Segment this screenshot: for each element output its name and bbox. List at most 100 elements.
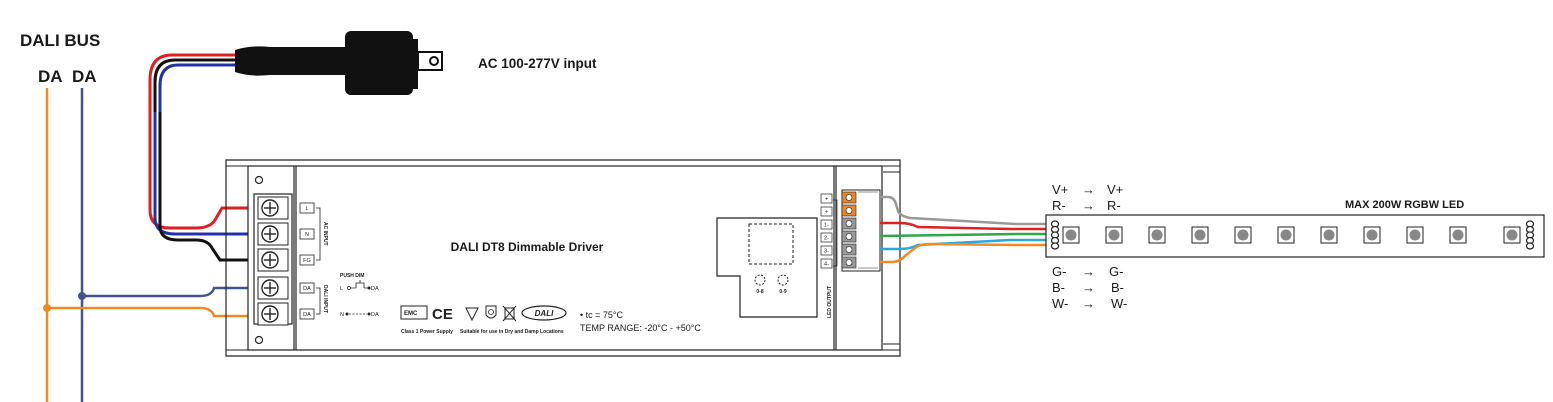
pin-legend-bottom: G- → G- B- → B- W- → W- (1052, 264, 1127, 311)
screw-da1 (257, 276, 289, 300)
plug-body (345, 31, 413, 95)
class2-shield-icon (485, 305, 497, 319)
wire-vplus-grey (880, 195, 1046, 226)
led-chip (1320, 226, 1338, 244)
dali-bus-title: DALI BUS (20, 31, 100, 50)
temp-range-text: TEMP RANGE: -20°C - +50°C (580, 323, 701, 333)
ac-cable-blue (158, 63, 348, 112)
rotary-switch-a-icon (754, 274, 766, 286)
push-dim-n: N (340, 312, 344, 318)
push-dim-da: DA (371, 286, 379, 292)
dali-feed-orange-wire (47, 306, 248, 318)
address-switch-panel: 0-8 0-9 (716, 217, 818, 318)
ac-input-side-label: AC INPUT (322, 222, 328, 246)
dali-da-left-label: DA (38, 67, 63, 86)
switch-a-label: 0-8 (756, 289, 763, 295)
dali-junction-blue (78, 292, 86, 300)
pin-top-1-arrow: → (1082, 198, 1095, 213)
out-label-plus2: + (825, 210, 828, 216)
led-strip-label: MAX 200W RGBW LED (1345, 199, 1464, 211)
ac-input-label: AC 100-277V input (478, 56, 597, 71)
pin-top-0-to: V+ (1107, 182, 1123, 197)
input-terminal-block (253, 193, 293, 326)
pin-top-0-arrow: → (1082, 182, 1095, 197)
ac-cable-red (148, 53, 348, 112)
led-chip (1234, 226, 1252, 244)
led-chip (1363, 226, 1381, 244)
led-chip (1406, 226, 1424, 244)
pin-bottom-1-to: B- (1111, 280, 1124, 295)
input-terminal-labels: L N FG DA DA AC INPUT DALI INPUT (299, 202, 328, 320)
pin-bottom-0-arrow: → (1082, 264, 1095, 279)
cert-caption-class1: Class 1 Power Supply (401, 329, 453, 335)
ground-wire (158, 112, 248, 262)
dali-junction-orange (43, 304, 51, 312)
screw-fg (257, 248, 289, 272)
pin-bottom-1-from: B- (1052, 280, 1065, 295)
f-mark-icon (465, 307, 479, 322)
led-chip (1148, 226, 1166, 244)
certification-marks: EMC CE DALI Class 1 Power Supply Suitabl… (400, 305, 567, 335)
terminal-label-n: N (305, 232, 309, 238)
wire-g-green (879, 232, 1046, 238)
rotary-switch-b-icon (777, 274, 789, 286)
out-label-plus1: + (825, 197, 828, 203)
pin-bottom-0-from: G- (1052, 264, 1066, 279)
push-dim-label: PUSH DIM (340, 273, 364, 279)
ce-mark-icon: CE (432, 306, 453, 323)
pin-bottom-1-arrow: → (1082, 280, 1095, 295)
dali-logo-icon: DALI (521, 305, 567, 321)
led-strip (1045, 214, 1545, 258)
ac-cable-black (153, 58, 348, 112)
led-chip (1105, 226, 1123, 244)
cert-caption-damp: Suitable for use in Dry and Damp Locatio… (460, 329, 564, 335)
screw-n (257, 222, 289, 246)
neutral-wire (153, 112, 248, 236)
ac-plug (148, 31, 443, 112)
dali-feed-blue-wire (82, 286, 248, 298)
push-dim-l: L (340, 286, 343, 292)
out-label-4: 4- (824, 262, 829, 268)
terminal-label-l: L (305, 206, 308, 212)
pin-legend-top: V+ → V+ R- → R- (1052, 182, 1123, 213)
strip-solder-pads (1050, 220, 1535, 250)
wire-w-orange (880, 242, 1046, 264)
push-dim-da2: DA (371, 312, 379, 318)
led-chip (1062, 226, 1080, 244)
pin-top-1-to: R- (1107, 198, 1121, 213)
led-chip (1503, 226, 1521, 244)
output-wires (879, 195, 1046, 264)
wire-r-red (880, 221, 1046, 231)
svg-text:DALI: DALI (535, 309, 554, 318)
pin-bottom-2-to: W- (1111, 296, 1127, 311)
led-chips (1062, 226, 1521, 244)
dali-input-side-label: DALI INPUT (322, 285, 328, 313)
weee-bin-icon (502, 305, 517, 322)
pin-bottom-2-arrow: → (1082, 296, 1095, 311)
terminal-label-fg: FG (303, 258, 311, 264)
screw-l (257, 196, 289, 220)
emc-mark-icon (400, 305, 428, 320)
driver-title: DALI DT8 Dimmable Driver (451, 240, 604, 254)
terminal-label-da1: DA (303, 286, 311, 292)
switch-b-label: 0-9 (779, 289, 786, 295)
led-output-side-label: LED OUTPUT (827, 286, 833, 318)
output-terminal-labels: + + 1- 2- 3- 4- LED OUTPUT (820, 193, 838, 318)
pin-bottom-0-to: G- (1109, 264, 1123, 279)
push-dim-diagram: PUSH DIM L DA N DA (340, 273, 379, 318)
output-terminal-block (841, 189, 881, 272)
driver-housing (225, 159, 901, 357)
tc-text: • tc = 75°C (580, 310, 624, 320)
pin-top-1-from: R- (1052, 198, 1066, 213)
out-label-1: 1- (824, 223, 829, 229)
led-chip (1277, 226, 1295, 244)
led-chip (1191, 226, 1209, 244)
screw-da2 (257, 302, 289, 326)
svg-text:EMC: EMC (404, 311, 418, 317)
terminal-label-da2: DA (303, 312, 311, 318)
pin-bottom-2-from: W- (1052, 296, 1068, 311)
live-wire (148, 112, 248, 230)
dali-da-right-label: DA (72, 67, 97, 86)
out-label-3: 3- (824, 249, 829, 255)
